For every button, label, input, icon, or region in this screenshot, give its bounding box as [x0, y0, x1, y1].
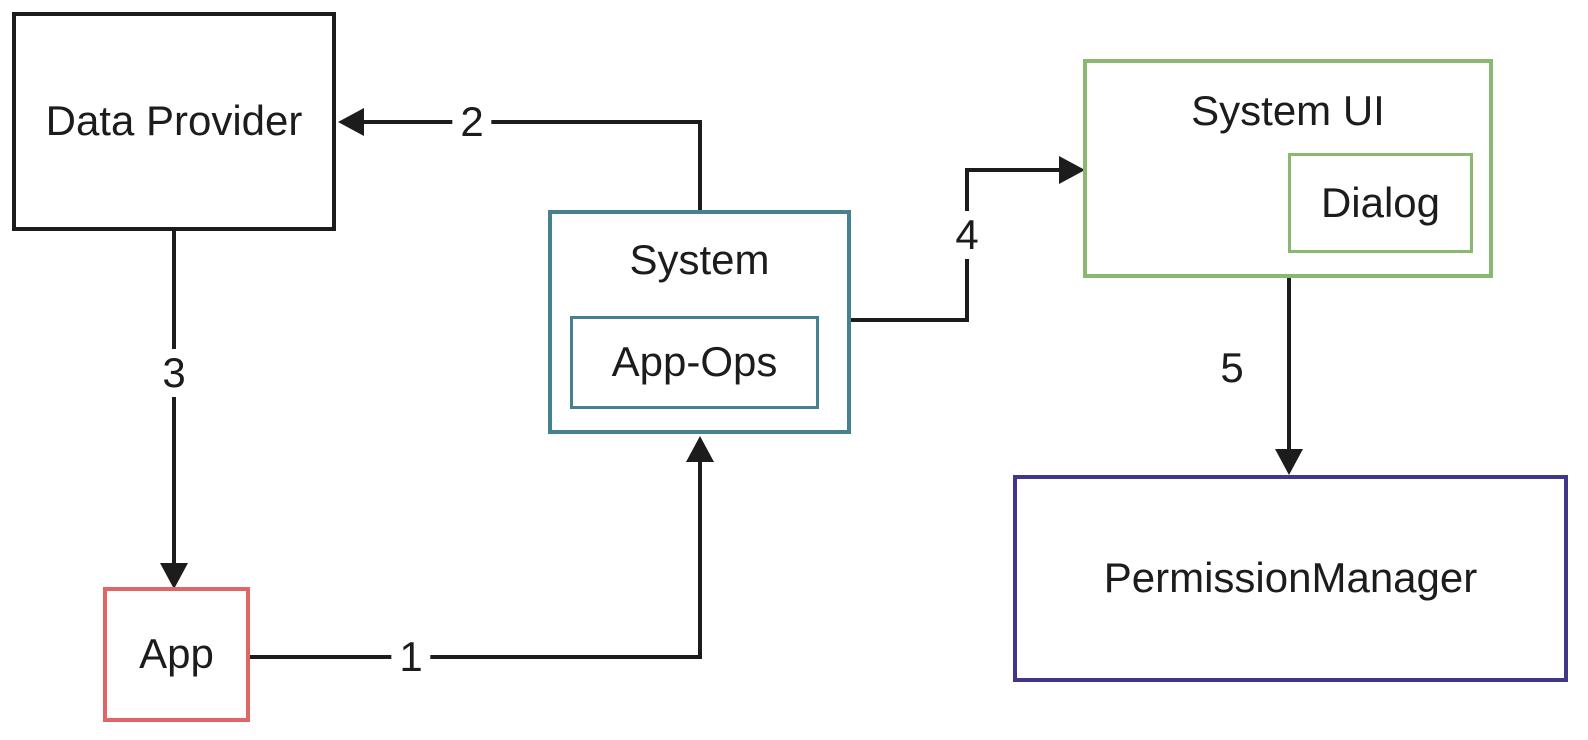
- node-permission-manager-label: PermissionManager: [1103, 554, 1478, 602]
- node-data-provider: Data Provider: [12, 12, 336, 231]
- node-dialog: Dialog: [1288, 153, 1473, 253]
- edge-1-arrowhead: [686, 436, 714, 462]
- edge-2-arrowhead: [338, 108, 364, 136]
- edge-3-arrowhead: [160, 563, 188, 589]
- edge-1-label: 1: [391, 633, 431, 681]
- node-app: App: [103, 587, 250, 722]
- node-app-ops: App-Ops: [570, 316, 819, 409]
- edge-5-arrowhead: [1275, 449, 1303, 475]
- edge-4-label: 4: [947, 211, 987, 259]
- node-system-label: System: [629, 236, 770, 283]
- edge-5-label: 5: [1212, 344, 1252, 392]
- node-data-provider-label: Data Provider: [45, 97, 303, 145]
- edge-4-arrowhead: [1059, 156, 1085, 184]
- node-system-ui-label: System UI: [1191, 87, 1385, 134]
- edge-2-label: 2: [452, 98, 492, 146]
- edge-1-line: [248, 452, 702, 659]
- node-permission-manager: PermissionManager: [1013, 475, 1568, 682]
- node-dialog-label: Dialog: [1320, 178, 1441, 226]
- node-app-label: App: [139, 630, 214, 678]
- edge-2-line: [360, 120, 702, 213]
- edge-3-label: 3: [154, 349, 194, 397]
- node-app-ops-label: App-Ops: [611, 338, 778, 386]
